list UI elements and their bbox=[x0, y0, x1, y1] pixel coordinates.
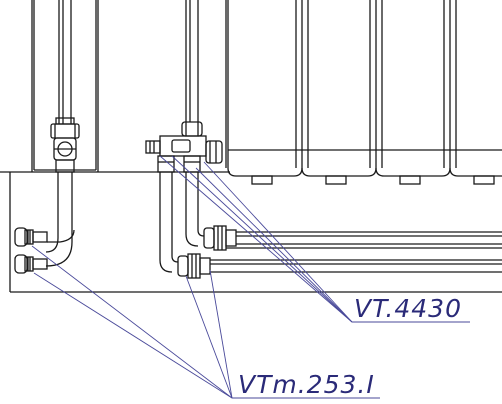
leader-lines bbox=[31, 155, 470, 399]
leader-lines-bottom bbox=[31, 245, 380, 399]
pipe-fittings bbox=[177, 225, 237, 279]
leader-lines-top bbox=[159, 155, 470, 323]
left-radiator-valve bbox=[45, 123, 80, 267]
horizontal-pipes bbox=[210, 231, 502, 273]
supply-pipes bbox=[159, 172, 205, 273]
callout-vtm2531: VTm.253.I bbox=[238, 370, 375, 399]
left-elbow-fittings bbox=[14, 227, 75, 274]
left-radiator bbox=[31, 0, 99, 172]
right-radiator bbox=[225, 0, 502, 185]
left-riser-pipe bbox=[55, 0, 75, 125]
bottom-connection-valve bbox=[145, 121, 223, 173]
right-riser-pipe bbox=[185, 0, 199, 122]
callout-vt4430: VT.4430 bbox=[354, 294, 462, 323]
